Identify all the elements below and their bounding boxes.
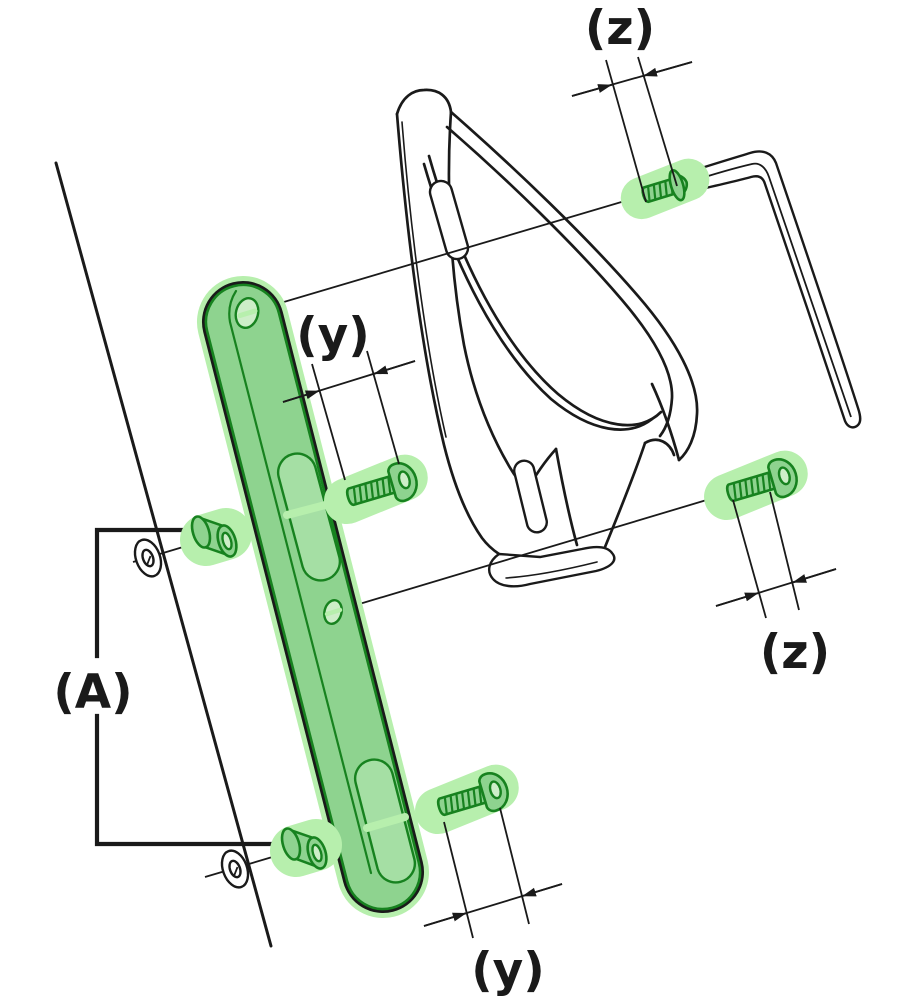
adapter-plate-upper-slot — [276, 452, 342, 582]
middle-hole-light-band — [324, 607, 343, 617]
spacer-upper-bore — [221, 531, 233, 551]
dimension-right-z: (z) — [715, 491, 837, 680]
dim-mid-ext-line-1 — [311, 363, 346, 481]
dim-right-ext-line-2 — [769, 491, 800, 611]
bracket-a-callout: (A) — [53, 527, 288, 847]
cage-leg-right-edge — [603, 441, 647, 549]
cage-arm-tip-connector — [643, 438, 676, 457]
washer-lower-hole — [228, 859, 242, 879]
cage-foot-inner-line — [505, 561, 598, 579]
cage-back-left-inner-line — [401, 121, 447, 438]
bottle-cage — [395, 88, 699, 588]
dim-mid-label: (y) — [296, 308, 370, 363]
cage-back-left-edge — [395, 112, 501, 556]
washer-upper-tick — [145, 555, 152, 567]
cage-top-tip — [395, 88, 453, 116]
dim-top-ext-line-2 — [637, 56, 678, 187]
dimension-mid-y: (y) — [282, 308, 416, 481]
bracket-a-bottom-arm — [94, 713, 288, 847]
hex-wrench-edge-line — [688, 162, 852, 418]
dim-top-arrow-right — [642, 61, 693, 77]
dim-bottom-ext-line-2 — [499, 807, 530, 925]
lower-slot-light-band — [363, 813, 409, 832]
cage-arm-outer-curve — [449, 110, 699, 462]
frame-washer-lower — [220, 849, 250, 889]
bolt-top-threads — [646, 178, 674, 203]
spacer-lower-bore — [311, 843, 323, 863]
dim-bottom-arrow-right — [521, 883, 563, 898]
cage-arm-inner-curve — [445, 125, 674, 438]
spacer-upper — [180, 508, 252, 566]
dim-right-arrow-right — [792, 568, 837, 584]
dim-right-label: (z) — [760, 625, 830, 680]
axis-line-top — [249, 194, 646, 313]
dim-mid-arrow-left — [282, 389, 320, 403]
adapter-plate-thickness-line — [228, 289, 373, 875]
dim-bottom-arrow-left — [423, 912, 467, 927]
washer-upper-hole — [141, 548, 155, 568]
adapter-plate — [196, 276, 430, 918]
dim-mid-ext-line-2 — [366, 350, 400, 465]
bracket-a-label: (A) — [53, 665, 132, 720]
dimension-bottom-y: (y) — [423, 807, 563, 998]
washer-lower-tick — [232, 866, 239, 878]
dim-bottom-label: (y) — [471, 943, 545, 998]
spacer-upper-left-face — [190, 515, 212, 549]
dim-top-label: (z) — [585, 1, 655, 56]
bracket-a-top-arm — [94, 527, 199, 659]
spacer-lower-left-face — [280, 827, 302, 861]
dim-bottom-ext-line-1 — [443, 821, 474, 939]
dim-mid-arrow-right — [373, 360, 416, 375]
dim-right-arrow-left — [715, 591, 760, 607]
top-hole-light-band — [237, 308, 258, 318]
cage-leg-left-edge — [554, 447, 579, 547]
dimension-top-z: (z) — [571, 1, 693, 203]
dim-right-ext-line-1 — [732, 499, 767, 619]
axis-line-middle — [335, 492, 731, 612]
cage-upper-mount-slot — [428, 179, 470, 261]
dim-top-arrow-left — [571, 83, 613, 97]
frame-washer-upper — [133, 538, 163, 578]
spacer-lower — [270, 819, 342, 877]
frame-tube-edge-line — [54, 161, 273, 948]
cage-lower-mount-slot — [513, 459, 548, 534]
